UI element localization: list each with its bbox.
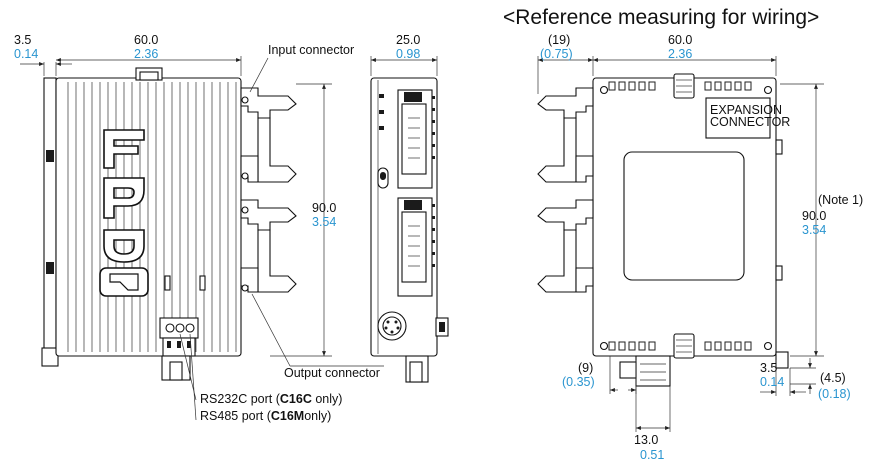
dim-height-mm: 90.0 <box>312 201 336 215</box>
dim-9-in: (0.35) <box>562 375 595 389</box>
dim-width-r-in: 2.36 <box>668 47 692 61</box>
dim-width-in: 2.36 <box>134 47 158 61</box>
output-connector-label: Output connector <box>284 366 380 380</box>
din-clip <box>43 77 57 361</box>
note-1: (Note 1) <box>818 193 863 207</box>
front-connectors <box>240 87 297 293</box>
bottom-plug <box>635 355 671 387</box>
dim-height-in: 3.54 <box>312 215 336 229</box>
dim-3-5-r-mm: 3.5 <box>760 361 777 375</box>
dim-3-5-mm: 3.5 <box>14 33 31 47</box>
side-view: 25.0 0.98 <box>370 33 449 383</box>
dim-depth-in: 0.98 <box>396 47 420 61</box>
dim-13-in: 0.51 <box>640 448 664 462</box>
fp-logo <box>99 129 149 297</box>
dim-4-5-mm: (4.5) <box>820 371 846 385</box>
dim-width-mm: 60.0 <box>134 33 158 47</box>
front-view: 3.5 0.14 60.0 2.36 Input connector 90.0 … <box>14 33 384 423</box>
dim-depth-mm: 25.0 <box>396 33 420 47</box>
dim-height-r-mm: 90.0 <box>802 209 826 223</box>
dim-height-r-in: 3.54 <box>802 223 826 237</box>
dim-13-mm: 13.0 <box>634 433 658 447</box>
expansion-connector <box>705 97 771 139</box>
dim-19-mm: (19) <box>548 33 570 47</box>
rs232c-label: RS232C port (C16C only) <box>200 392 342 406</box>
diagram-title: <Reference measuring for wiring> <box>503 6 819 29</box>
back-connectors <box>537 87 594 293</box>
dim-4-5-in: (0.18) <box>818 387 851 401</box>
expansion-label-2: CONNECTOR <box>710 115 790 129</box>
expansion-label-1: EXPANSION <box>710 103 782 117</box>
dim-3-5-r-in: 0.14 <box>760 375 784 389</box>
input-connector-label: Input connector <box>268 43 354 57</box>
rs485-label: RS485 port (C16Monly) <box>200 409 331 423</box>
back-view: EXPANSION CONNECTOR (19) (0.75) 60.0 2 <box>537 33 863 462</box>
dim-3-5-in: 0.14 <box>14 47 38 61</box>
dim-19-in: (0.75) <box>540 47 573 61</box>
label-window <box>623 151 745 281</box>
dim-width-r-mm: 60.0 <box>668 33 692 47</box>
dim-9-mm: (9) <box>578 361 593 375</box>
